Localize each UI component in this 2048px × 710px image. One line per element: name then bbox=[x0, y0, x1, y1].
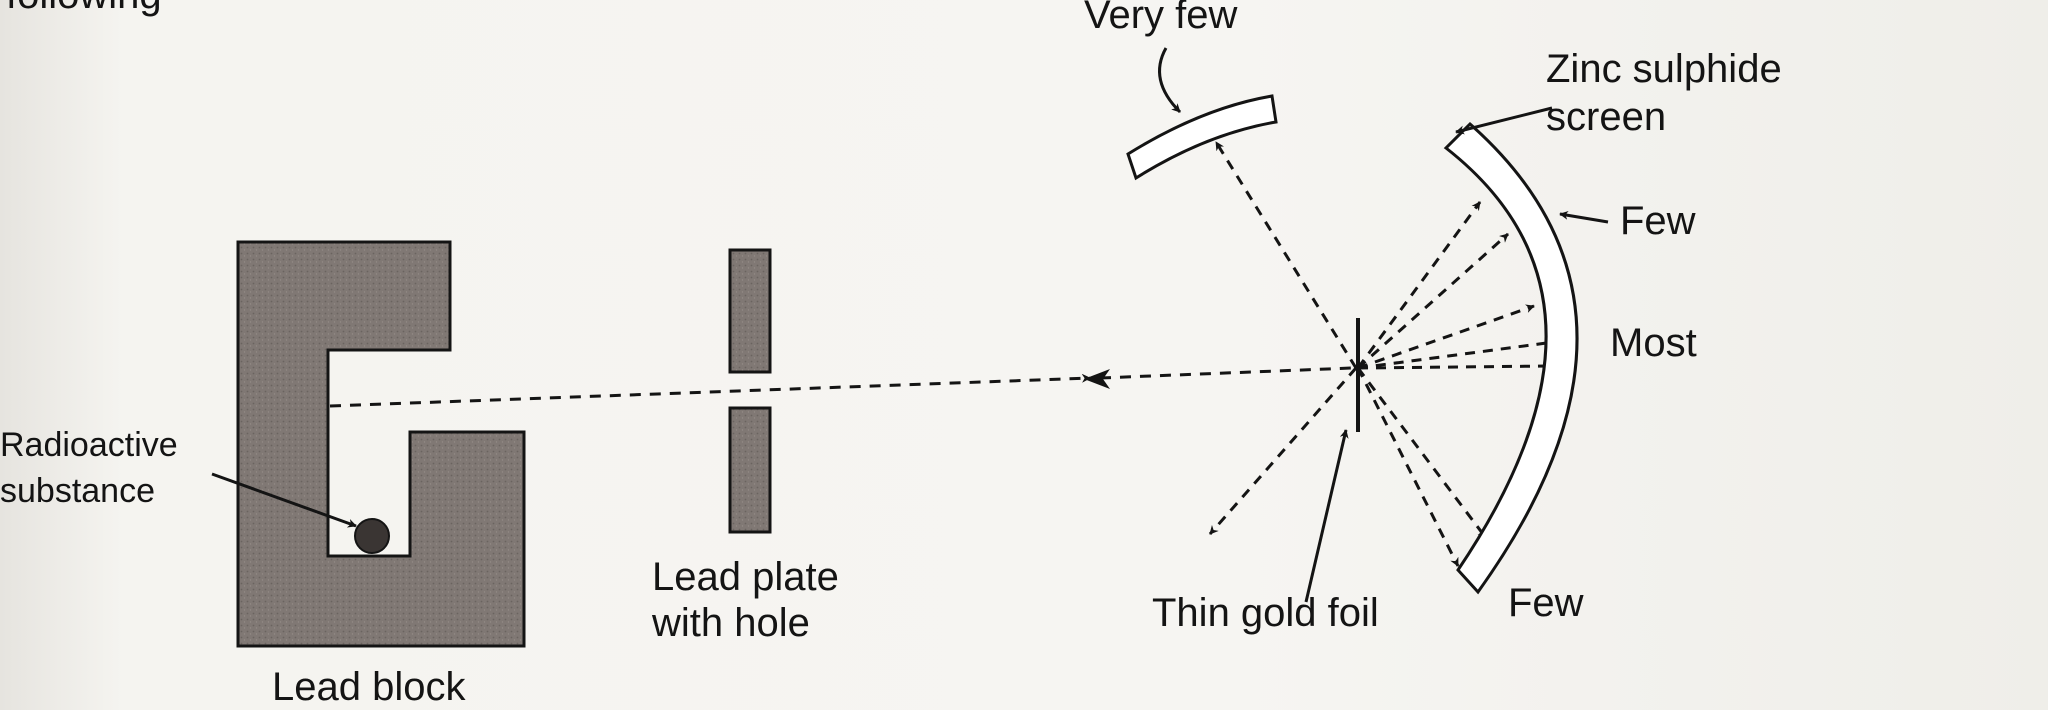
label-few-top: Few bbox=[1620, 199, 1696, 243]
lead-plate-lower bbox=[728, 406, 772, 534]
label-thin-gold-foil: Thin gold foil bbox=[1152, 591, 1379, 635]
back-screen bbox=[1126, 94, 1278, 181]
label-with-hole: with hole bbox=[651, 601, 810, 645]
label-radioactive: Radioactive bbox=[0, 426, 178, 464]
beam-through-foil bbox=[1099, 366, 1353, 380]
label-very-few: Very few bbox=[1084, 0, 1238, 37]
label-few-bottom: Few bbox=[1508, 581, 1584, 625]
beam-arrowhead-left bbox=[1084, 369, 1110, 389]
label-zinc-sulphide: Zinc sulphide bbox=[1546, 47, 1782, 91]
lead-plate-upper bbox=[728, 248, 772, 374]
scattered-rays bbox=[1208, 141, 1555, 567]
label-most: Most bbox=[1610, 321, 1697, 365]
label-pointers bbox=[211, 47, 1609, 603]
zinc-sulphide-screen bbox=[1443, 121, 1579, 595]
label-lead-block: Lead block bbox=[272, 665, 466, 709]
incident-beam bbox=[329, 373, 1091, 408]
label-lead-plate: Lead plate bbox=[652, 555, 839, 599]
radioactive-substance bbox=[354, 518, 390, 554]
label-substance: substance bbox=[0, 472, 155, 510]
lead-block bbox=[236, 240, 526, 648]
top-partial-text: following bbox=[6, 0, 162, 17]
label-screen: screen bbox=[1546, 95, 1666, 139]
